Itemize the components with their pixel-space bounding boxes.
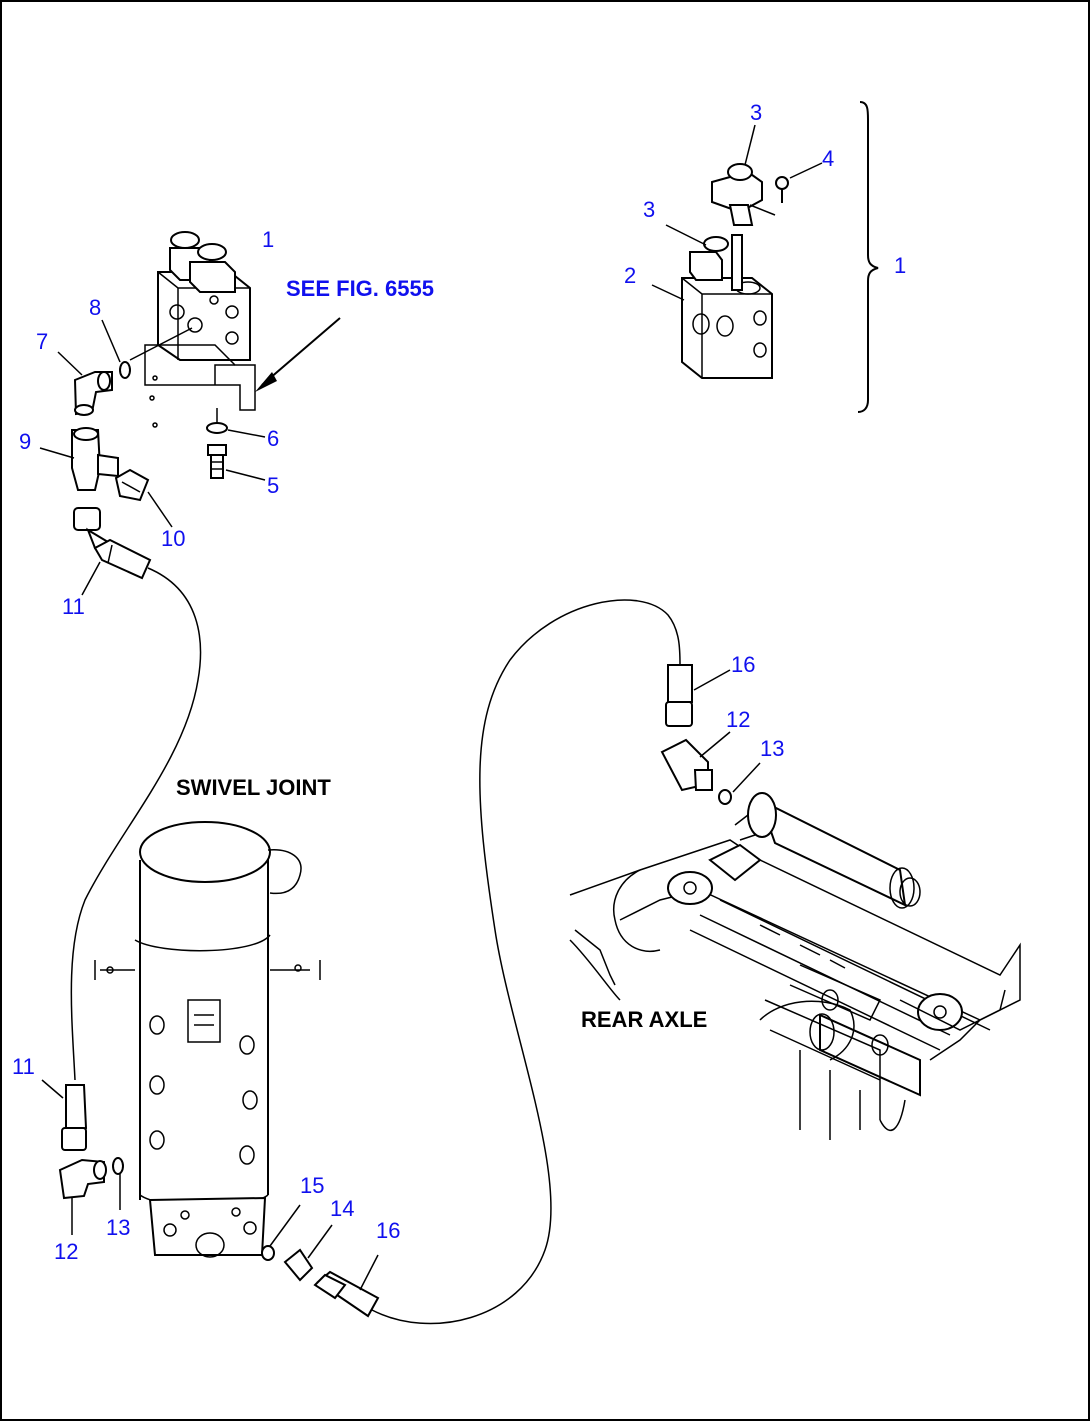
callout-12-right: 12 bbox=[726, 707, 750, 732]
callout-14: 14 bbox=[330, 1196, 354, 1221]
callout-10: 10 bbox=[161, 526, 185, 551]
bolt-5 bbox=[207, 444, 266, 481]
callout-3-top: 3 bbox=[750, 100, 762, 125]
callout-11-bottom: 11 bbox=[12, 1054, 35, 1079]
callout-9: 9 bbox=[19, 429, 31, 454]
tee-9 bbox=[39, 427, 119, 491]
hose-16-line bbox=[371, 599, 681, 1325]
rear-axle-label: REAR AXLE bbox=[581, 1007, 707, 1032]
o-ring-13-right bbox=[718, 762, 761, 805]
callout-5: 5 bbox=[267, 473, 279, 498]
adapter-14 bbox=[283, 1224, 333, 1282]
o-ring-8 bbox=[101, 319, 131, 379]
callout-1-assembly: 1 bbox=[894, 253, 906, 278]
callout-13-right: 13 bbox=[760, 736, 784, 761]
solenoid-valve-assembly bbox=[129, 231, 256, 428]
leader-2 bbox=[651, 284, 685, 301]
callout-1-main: 1 bbox=[262, 227, 274, 252]
pressure-switch-10 bbox=[114, 468, 173, 528]
exploded-valve bbox=[665, 124, 776, 379]
callout-13-bottom: 13 bbox=[106, 1215, 130, 1240]
callout-2: 2 bbox=[624, 263, 636, 288]
callout-12-bottom: 12 bbox=[54, 1239, 78, 1264]
callout-7: 7 bbox=[36, 329, 48, 354]
elbow-12-right bbox=[660, 731, 731, 792]
callout-8: 8 bbox=[89, 295, 101, 320]
swivel-joint-label: SWIVEL JOINT bbox=[176, 775, 331, 800]
callout-4: 4 bbox=[822, 146, 834, 171]
hose-16-bottom-fitting bbox=[313, 1254, 380, 1318]
assembly-brace bbox=[857, 101, 879, 413]
elbow-12-bottom bbox=[58, 1158, 107, 1235]
elbow-7 bbox=[57, 351, 113, 416]
hose-16-right-fitting bbox=[665, 664, 731, 727]
callout-11-top: 11 bbox=[62, 594, 85, 619]
hose-11-line bbox=[70, 567, 202, 1081]
see-fig-label: SEE FIG. 6555 bbox=[286, 276, 434, 301]
hose-11-bottom-fitting bbox=[41, 1079, 88, 1151]
rear-axle bbox=[569, 792, 1021, 1140]
washer-6 bbox=[206, 408, 266, 438]
hose-11-top-fitting bbox=[73, 507, 152, 596]
callout-6: 6 bbox=[267, 426, 279, 451]
swivel-joint bbox=[94, 821, 321, 1258]
callout-16-bottom: 16 bbox=[376, 1218, 400, 1243]
see-fig-arrow bbox=[255, 317, 341, 392]
callout-16-right: 16 bbox=[731, 652, 755, 677]
o-ring-13-bottom bbox=[112, 1157, 124, 1210]
screw-4 bbox=[775, 162, 823, 203]
o-ring-15 bbox=[261, 1204, 301, 1261]
callout-15: 15 bbox=[300, 1173, 324, 1198]
callout-3-mid: 3 bbox=[643, 197, 655, 222]
